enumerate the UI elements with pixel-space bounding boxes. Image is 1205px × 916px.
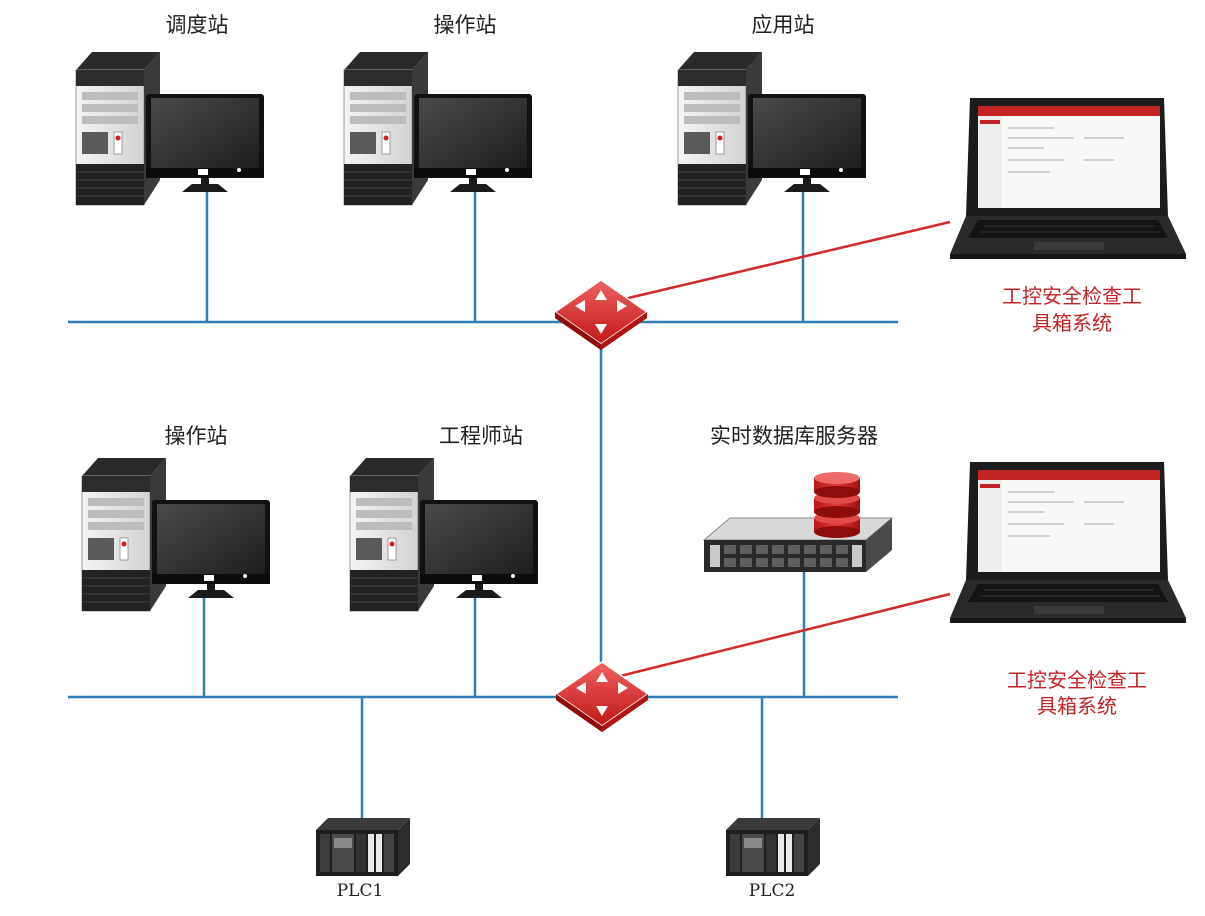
plc-icon	[726, 818, 820, 876]
station-dispatch: 调度站	[75, 13, 265, 206]
station-dispatch-label: 调度站	[166, 13, 229, 37]
top-security-toolbox: 工控安全检查工 具箱系统	[949, 97, 1187, 335]
station-operator-bottom: 操作站	[81, 424, 271, 612]
realtime-db-server: 实时数据库服务器	[702, 424, 894, 572]
top-station-drops	[205, 188, 805, 322]
station-operator-top: 操作站	[343, 13, 533, 206]
station-engineer: 工程师站	[349, 424, 539, 612]
plc1-label: PLC1	[337, 881, 384, 901]
station-application: 应用站	[677, 13, 867, 206]
workstation-icon	[677, 51, 867, 206]
realtime-db-server-label: 实时数据库服务器	[710, 424, 878, 448]
bottom-tool-link	[603, 592, 951, 682]
workstation-icon	[81, 457, 271, 612]
top-tool-link	[602, 220, 951, 306]
plc-icon	[316, 818, 410, 876]
bottom-security-toolbox: 工控安全检查工 具箱系统	[949, 461, 1187, 718]
bottom-tool-label-line2: 具箱系统	[1037, 694, 1117, 718]
plc1: PLC1	[316, 818, 410, 901]
database-server-icon	[702, 472, 894, 572]
workstation-icon	[343, 51, 533, 206]
station-operator-top-label: 操作站	[434, 13, 497, 37]
station-engineer-label: 工程师站	[439, 424, 523, 448]
laptop-icon	[949, 461, 1187, 624]
top-tool-label-line1: 工控安全检查工	[1002, 284, 1142, 308]
bottom-tool-label-line1: 工控安全检查工	[1007, 668, 1147, 692]
network-switch-icon	[554, 279, 648, 351]
station-application-label: 应用站	[752, 13, 815, 37]
plc2: PLC2	[726, 818, 820, 901]
plc2-label: PLC2	[749, 881, 796, 901]
laptop-icon	[949, 97, 1187, 260]
workstation-icon	[349, 457, 539, 612]
bottom-station-drops	[202, 572, 806, 822]
station-operator-bottom-label: 操作站	[165, 424, 228, 448]
top-tool-label-line2: 具箱系统	[1032, 311, 1112, 335]
workstation-icon	[75, 51, 265, 206]
